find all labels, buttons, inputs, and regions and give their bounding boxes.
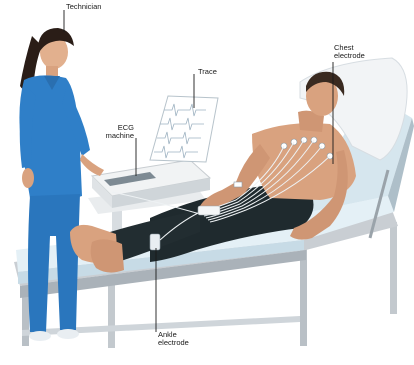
- label-technician: Technician: [66, 3, 101, 11]
- bed-leg-far-right: [390, 222, 397, 314]
- technician-figure: [19, 28, 104, 341]
- label-ankle-electrode: Ankle electrode: [158, 331, 189, 347]
- label-chest-electrode: Chest electrode: [334, 44, 365, 60]
- label-trace: Trace: [198, 68, 217, 76]
- label-ecg-machine: ECG machine: [98, 124, 134, 140]
